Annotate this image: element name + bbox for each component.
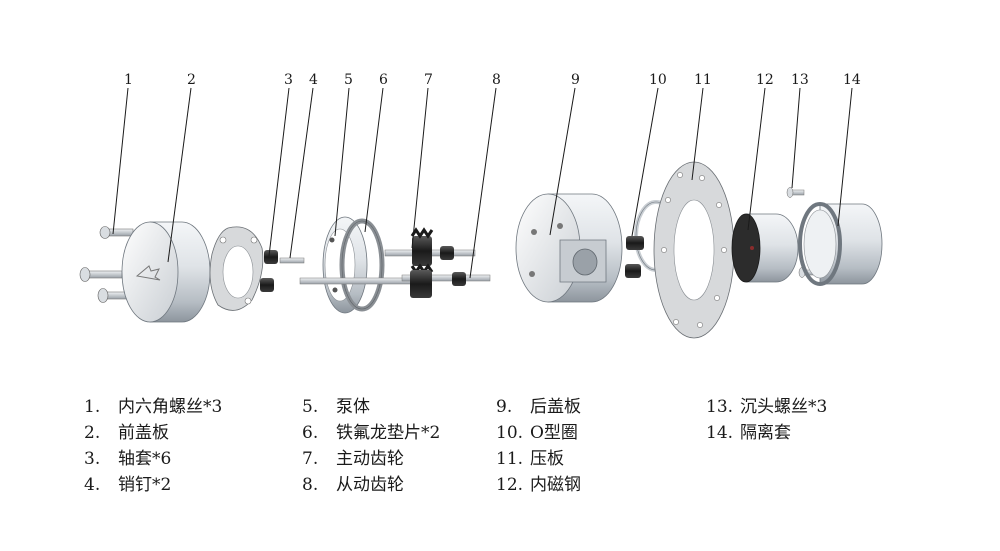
callout-2: 2 (187, 72, 196, 88)
legend-text: 轴套*6 (118, 449, 172, 469)
callout-14: 14 (843, 72, 861, 88)
callout-1: 1 (124, 72, 133, 88)
callout-7: 7 (424, 72, 433, 88)
legend-item: 14. 隔离套 (706, 423, 791, 443)
legend-item: 9. 后盖板 (496, 397, 581, 417)
legend-text: O型圈 (530, 423, 578, 443)
legend-item: 8. 从动齿轮 (302, 475, 404, 495)
legend-item: 4. 销钉*2 (84, 475, 171, 495)
legend-number: 14. (706, 423, 734, 443)
legend-number: 4. (84, 475, 101, 495)
legend-text: 铁氟龙垫片*2 (336, 423, 441, 443)
legend-text: 内六角螺丝*3 (118, 397, 223, 417)
legend-number: 11. (496, 449, 524, 469)
legend-number: 3. (84, 449, 101, 469)
part-2-front-cover (121, 221, 211, 323)
callout-numbers: 1 2 3 4 5 6 7 8 9 10 11 12 13 14 (124, 72, 861, 88)
legend-item: 11. 压板 (496, 449, 564, 469)
legend-text: 后盖板 (530, 397, 581, 417)
part-3-bushings (260, 250, 278, 292)
callout-4: 4 (309, 72, 318, 88)
part-9-rear-cover (515, 193, 623, 303)
part-14-isolation-sleeve (798, 202, 883, 286)
callout-9: 9 (571, 72, 580, 88)
part-8-driven-gear (410, 246, 466, 298)
callout-12: 12 (756, 72, 774, 88)
legend-number: 5. (302, 397, 319, 417)
legend-text: 压板 (530, 449, 564, 469)
legend-item: 13. 沉头螺丝*3 (706, 397, 827, 417)
legend-item: 12. 内磁钢 (496, 475, 581, 495)
callout-13: 13 (791, 72, 809, 88)
legend-item: 6. 铁氟龙垫片*2 (302, 423, 440, 443)
legend-number: 7. (302, 449, 319, 469)
front-gasket (209, 226, 264, 311)
legend-number: 12. (496, 475, 524, 495)
legend-number: 8. (302, 475, 319, 495)
callout-3: 3 (284, 72, 293, 88)
legend-text: 销钉*2 (118, 475, 172, 495)
legend-text: 隔离套 (740, 423, 791, 443)
legend-text: 沉头螺丝*3 (740, 397, 828, 417)
legend-number: 10. (496, 423, 524, 443)
callout-11: 11 (694, 72, 712, 88)
legend-item: 7. 主动齿轮 (302, 449, 404, 469)
legend-number: 1. (84, 397, 101, 417)
part-12-inner-magnet (731, 213, 799, 283)
legend-text: 从动齿轮 (336, 475, 404, 495)
legend-number: 2. (84, 423, 101, 443)
legend-item: 1. 内六角螺丝*3 (84, 397, 222, 417)
legend-number: 13. (706, 397, 734, 417)
legend-item: 10. O型圈 (496, 423, 578, 443)
leader-lines (112, 87, 853, 279)
part-11-pressure-plate (653, 161, 735, 339)
part-5-pump-body (322, 216, 368, 314)
legend-text: 泵体 (336, 397, 370, 417)
part-6-ptfe-gasket (339, 218, 385, 312)
part-4-pin (279, 257, 305, 264)
legend-text: 主动齿轮 (336, 449, 404, 469)
callout-10: 10 (649, 72, 667, 88)
legend-item: 5. 泵体 (302, 397, 370, 417)
legend-text: 内磁钢 (530, 475, 581, 495)
callout-6: 6 (379, 72, 388, 88)
legend-number: 9. (496, 397, 513, 417)
legend-number: 6. (302, 423, 319, 443)
part-7-driving-gear (410, 227, 434, 275)
legend-item: 2. 前盖板 (84, 423, 169, 443)
callout-8: 8 (492, 72, 501, 88)
callout-5: 5 (344, 72, 353, 88)
legend-text: 前盖板 (118, 423, 169, 443)
legend-item: 3. 轴套*6 (84, 449, 171, 469)
